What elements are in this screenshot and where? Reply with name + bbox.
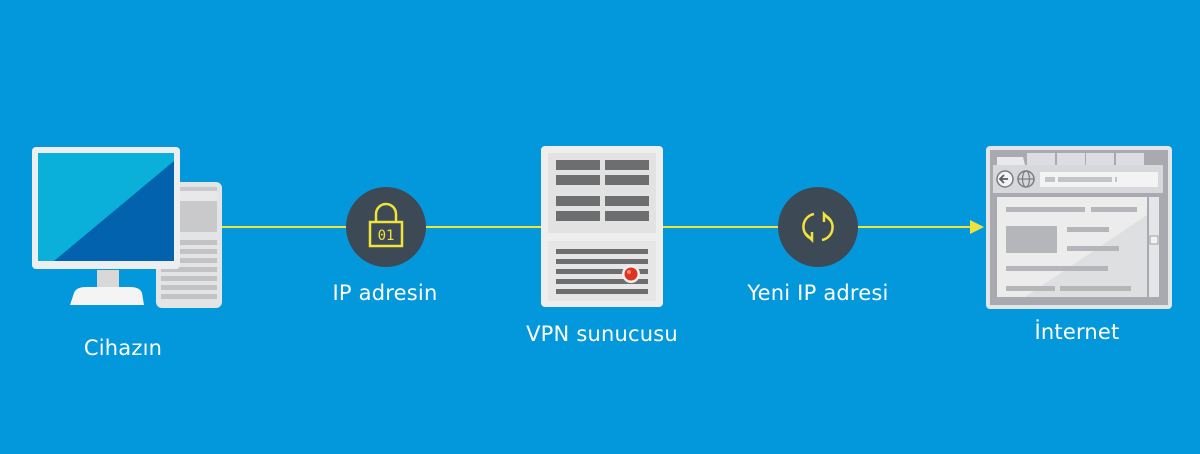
server-icon bbox=[541, 146, 663, 307]
arrow-head-icon bbox=[970, 220, 984, 234]
connector-newip-internet bbox=[856, 226, 974, 228]
globe-icon bbox=[1017, 170, 1035, 188]
refresh-icon bbox=[802, 210, 834, 244]
browser-window-icon bbox=[986, 146, 1172, 309]
padlock-icon: 01 bbox=[368, 202, 404, 248]
connector-vpn-newip bbox=[660, 226, 780, 228]
newip-circle bbox=[778, 187, 858, 267]
ip-circle bbox=[346, 187, 426, 267]
node-label-device: Cihazın bbox=[83, 336, 163, 360]
desktop-computer-icon bbox=[32, 147, 222, 308]
padlock-digits: 01 bbox=[378, 228, 395, 244]
connector-ip-vpn bbox=[424, 226, 544, 228]
node-label-ip: IP adresin bbox=[332, 281, 438, 305]
connector-device-ip bbox=[220, 226, 350, 228]
node-label-vpn: VPN sunucusu bbox=[526, 322, 678, 346]
node-label-newip: Yeni IP adresi bbox=[747, 281, 889, 305]
node-label-internet: İnternet bbox=[1034, 320, 1120, 344]
